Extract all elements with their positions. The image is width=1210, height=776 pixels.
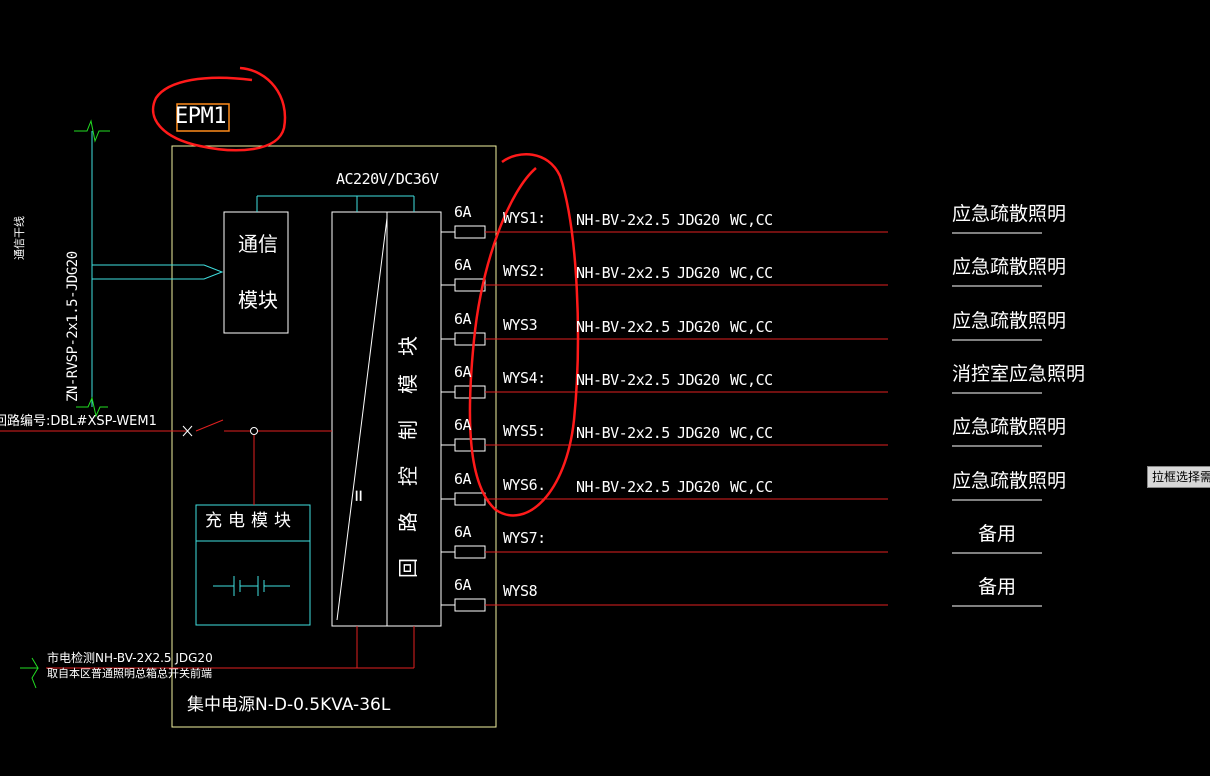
loop-char-3: 制 [396,420,420,440]
annotation-circle-circuits [468,153,580,517]
comm-module-label-1: 通信 [238,232,278,256]
loop-char-5: 路 [396,512,420,532]
break-mark-monitor [20,657,39,689]
circuit-cable: NH-BV-2x2.5 [576,211,670,229]
circuit-breaker [454,332,486,346]
incoming-supply-line [0,419,415,669]
circuit-cable: NH-BV-2x2.5 [576,424,670,442]
battery-symbol [213,576,290,596]
circuit-laying: WC,CC [730,264,773,282]
circuit-load: 应急疏散照明 [952,256,1067,278]
circuit-conduit: JDG20 [677,318,720,336]
loop-char-4: 控 [396,466,420,486]
circuit-load: 应急疏散照明 [952,470,1067,492]
break-mark-bottom [76,396,108,418]
circuit-rating: 6A [454,256,472,274]
panel-model-label: 集中电源N-D-0.5KVA-36L [187,695,391,715]
panel-frame [171,145,497,728]
circuit-rating: 6A [454,470,472,488]
circuit-rating: 6A [454,363,472,381]
comm-trunk-line [91,131,224,407]
circuit-breaker [454,492,486,506]
circuit-conduit: JDG20 [677,264,720,282]
circuit-load: 备用 [977,576,1016,598]
circuit-id: WYS3 [503,316,538,334]
loop-module-diagonal [336,217,388,621]
circuit-laying: WC,CC [730,424,773,442]
circuit-laying: WC,CC [730,478,773,496]
comm-cable-label: ZN-RVSP-2x1.5-JDG20 [65,251,81,402]
circuit-cable: NH-BV-2x2.5 [576,478,670,496]
selection-tooltip: 拉框选择需 [1147,466,1210,488]
circuit-load: 应急疏散照明 [952,310,1067,332]
circuit-cable: NH-BV-2x2.5 [576,264,670,282]
circuit-id: WYS2: [503,262,546,280]
circuit-load: 应急疏散照明 [952,203,1067,225]
circuit-load: 应急疏散照明 [952,416,1067,438]
comm-module-box [223,211,289,334]
charge-module-box [195,504,311,626]
circuit-id: WYS7: [503,529,546,547]
circuit-rating: 6A [454,310,472,328]
circuit-breaker [454,225,486,239]
annotation-circle-epm1 [151,66,287,152]
circuit-breaker [454,598,486,612]
circuit-id: WYS8 [503,582,538,600]
loop-char-6: 回 [396,558,420,578]
circuit-id: WYS6. [503,476,546,494]
source-label: 回路编号:DBL#XSP-WEM1 [0,414,157,429]
circuit-breaker [454,278,486,292]
circuit-laying: WC,CC [730,211,773,229]
circuit-load: 备用 [977,523,1016,545]
dc-mark: = [345,490,370,502]
panel-id: EPM1 [175,104,226,129]
circuit-cable: NH-BV-2x2.5 [576,318,670,336]
circuit-rating: 6A [454,576,472,594]
circuit-breaker [454,545,486,559]
circuit-rating: 6A [454,523,472,541]
charge-module-label: 充电模块 [205,511,297,531]
circuit-laying: WC,CC [730,318,773,336]
circuit-id: WYS5: [503,422,546,440]
comm-trunk-label: 通信干线 [13,216,26,260]
circuit-rating: 6A [454,416,472,434]
circuit-laying: WC,CC [730,371,773,389]
switch-contact [250,427,258,435]
epm1-highlight[interactable] [176,103,230,132]
monitor-label-1: 市电检测NH-BV-2X2.5 JDG20 [47,651,213,665]
circuit-load: 消控室应急照明 [952,363,1086,385]
outgoing-circuits [441,225,1042,612]
circuit-conduit: JDG20 [677,371,720,389]
break-mark-top [74,119,110,143]
circuit-conduit: JDG20 [677,478,720,496]
circuit-id: WYS4: [503,369,546,387]
circuit-rating: 6A [454,203,472,221]
loop-char-2: 模 [396,374,420,394]
voltage-label: AC220V/DC36V [336,170,439,188]
loop-char-1: 块 [396,336,420,356]
switch-x-mark [182,425,193,437]
circuit-conduit: JDG20 [677,424,720,442]
circuit-id: WYS1: [503,209,546,227]
circuit-cable: NH-BV-2x2.5 [576,371,670,389]
circuit-conduit: JDG20 [677,211,720,229]
monitor-label-2: 取自本区普通照明总箱总开关前端 [47,667,212,680]
comm-module-label-2: 模块 [238,288,278,312]
dc-bus [256,195,415,212]
